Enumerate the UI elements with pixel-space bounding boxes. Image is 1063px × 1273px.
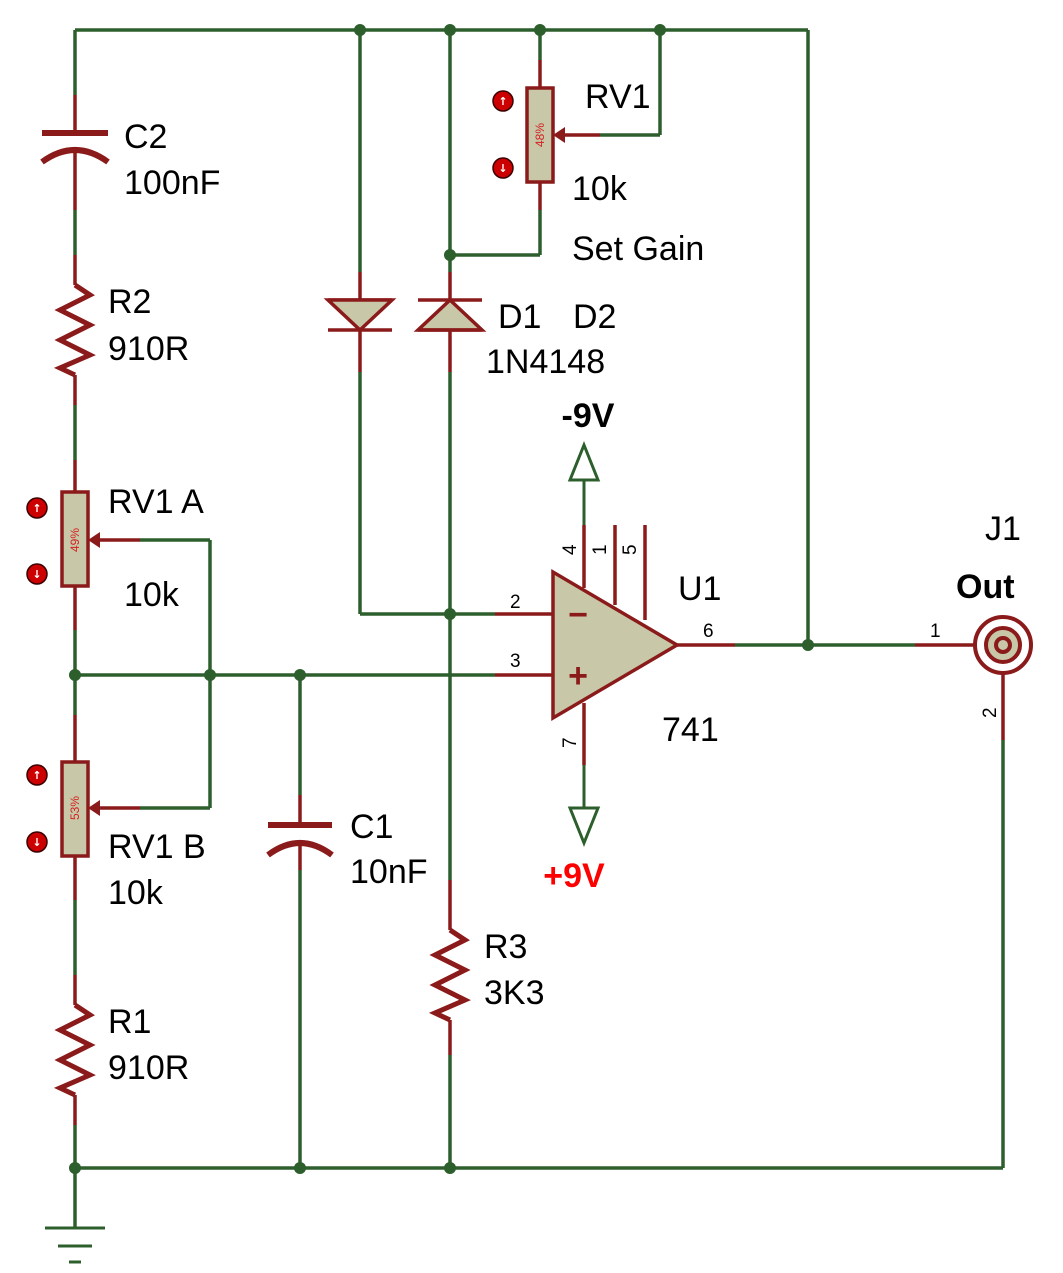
decrement-button[interactable]: ↓ bbox=[26, 563, 48, 585]
u1-pin-7: 7 bbox=[560, 737, 581, 748]
j1-pin-1: 1 bbox=[930, 621, 941, 642]
c1-value: 10nF bbox=[350, 853, 428, 891]
junction-dot bbox=[444, 24, 456, 36]
c2-ref: C2 bbox=[124, 118, 167, 156]
rv1a-value: 10k bbox=[124, 576, 180, 614]
junction-dot bbox=[654, 24, 666, 36]
c1-ref: C1 bbox=[350, 808, 393, 846]
rv1-note: Set Gain bbox=[572, 230, 704, 268]
positive-rail-label: +9V bbox=[543, 857, 605, 895]
negative-supply-terminal: -9V bbox=[562, 397, 615, 525]
potentiometer-rv1[interactable]: 48% ↑ ↓ RV1 10k Set Gain bbox=[492, 60, 704, 268]
rv1b-value: 10k bbox=[108, 874, 164, 912]
junction-dot bbox=[354, 24, 366, 36]
u1-pin-1: 1 bbox=[590, 544, 611, 555]
potentiometer-rv1b[interactable]: 53% ↑ ↓ RV1 B 10k bbox=[26, 715, 206, 912]
u1-pin-4: 4 bbox=[560, 544, 581, 555]
decrement-button[interactable]: ↓ bbox=[492, 157, 514, 179]
rv1-setting: 48% bbox=[533, 123, 547, 147]
positive-supply-terminal: +9V bbox=[543, 765, 605, 895]
u1-pin-5: 5 bbox=[620, 544, 641, 555]
junction-dot bbox=[69, 1162, 81, 1174]
increment-button[interactable]: ↑ bbox=[26, 497, 48, 519]
r1-ref: R1 bbox=[108, 1003, 151, 1041]
ground-symbol bbox=[45, 1226, 105, 1264]
junction-dot bbox=[294, 1162, 306, 1174]
resistor-r2[interactable]: R2 910R bbox=[53, 255, 189, 405]
increment-button[interactable]: ↑ bbox=[492, 90, 514, 112]
junction-dot bbox=[444, 1162, 456, 1174]
junction-dot bbox=[444, 249, 456, 261]
svg-text:↑: ↑ bbox=[498, 95, 507, 108]
r2-value: 910R bbox=[108, 330, 189, 368]
junction-dot bbox=[69, 669, 81, 681]
rv1-value: 10k bbox=[572, 170, 628, 208]
d2-ref: D2 bbox=[573, 298, 616, 336]
svg-text:↓: ↓ bbox=[32, 836, 41, 849]
junction-dot bbox=[294, 669, 306, 681]
r3-value: 3K3 bbox=[484, 974, 545, 1012]
u1-ref: U1 bbox=[678, 570, 721, 608]
junctions bbox=[69, 24, 814, 1174]
opamp-u1[interactable]: − + 2 3 6 4 1 5 7 U1 741 bbox=[495, 525, 735, 765]
rv1a-setting: 49% bbox=[68, 528, 82, 552]
junction-dot bbox=[204, 669, 216, 681]
decrement-button[interactable]: ↓ bbox=[26, 831, 48, 853]
r2-ref: R2 bbox=[108, 283, 151, 321]
junction-dot bbox=[444, 608, 456, 620]
r3-ref: R3 bbox=[484, 928, 527, 966]
connector-j1[interactable]: 1 2 J1 Out bbox=[915, 510, 1033, 740]
j1-ref: J1 bbox=[985, 510, 1021, 548]
diode-left[interactable] bbox=[323, 272, 397, 372]
d1-ref: D1 bbox=[498, 298, 541, 336]
u1-pin-2: 2 bbox=[510, 592, 521, 613]
j1-pin-2: 2 bbox=[980, 707, 1001, 718]
svg-text:↑: ↑ bbox=[32, 502, 41, 515]
svg-text:↓: ↓ bbox=[32, 568, 41, 581]
u1-pin-3: 3 bbox=[510, 651, 521, 672]
potentiometer-rv1a[interactable]: 49% ↑ ↓ RV1 A 10k bbox=[26, 460, 204, 630]
r1-value: 910R bbox=[108, 1049, 189, 1087]
j1-label: Out bbox=[956, 568, 1015, 606]
u1-pin-6: 6 bbox=[703, 621, 714, 642]
rv1b-ref: RV1 B bbox=[108, 828, 206, 866]
resistor-r1[interactable]: R1 910R bbox=[53, 975, 189, 1125]
increment-button[interactable]: ↑ bbox=[26, 764, 48, 786]
rv1a-ref: RV1 A bbox=[108, 483, 204, 521]
junction-dot bbox=[534, 24, 546, 36]
svg-text:↓: ↓ bbox=[498, 162, 507, 175]
u1-plus-sign: + bbox=[568, 657, 588, 695]
rv1b-setting: 53% bbox=[68, 796, 82, 820]
capacitor-c1[interactable]: C1 10nF bbox=[266, 795, 428, 891]
resistor-r3[interactable]: R3 3K3 bbox=[428, 880, 545, 1055]
diode-value: 1N4148 bbox=[486, 343, 605, 381]
u1-minus-sign: − bbox=[568, 596, 588, 634]
capacitor-c2[interactable]: C2 100nF bbox=[40, 95, 220, 210]
negative-rail-label: -9V bbox=[562, 397, 615, 435]
c2-value: 100nF bbox=[124, 164, 220, 202]
diode-right[interactable] bbox=[413, 272, 487, 372]
junction-dot bbox=[802, 639, 814, 651]
rv1-ref: RV1 bbox=[585, 78, 651, 116]
u1-value: 741 bbox=[662, 711, 719, 749]
svg-text:↑: ↑ bbox=[32, 769, 41, 782]
